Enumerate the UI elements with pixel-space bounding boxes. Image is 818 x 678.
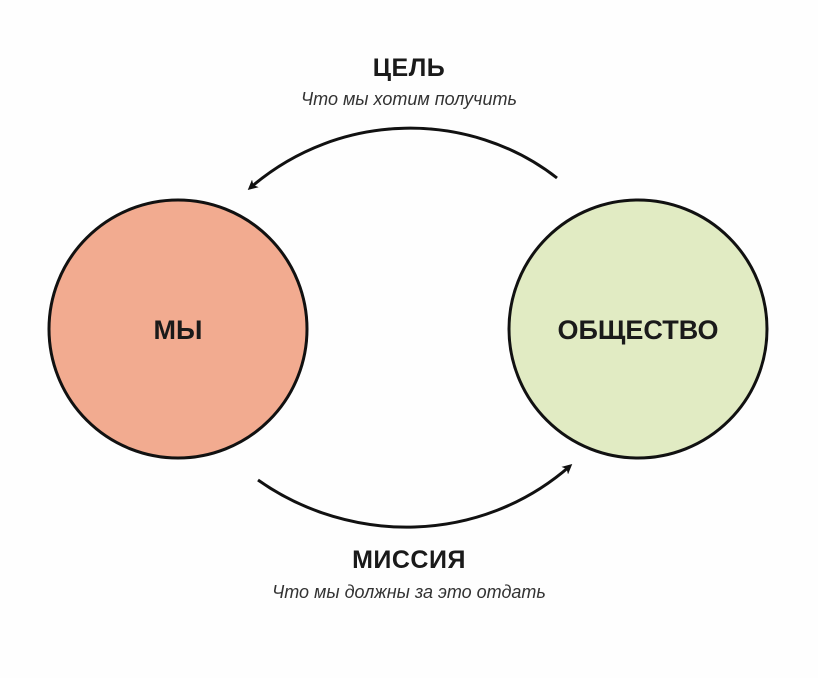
- mission-arrow: [257, 464, 573, 529]
- goal-subtitle: Что мы хотим получить: [301, 89, 517, 109]
- society-circle: [507, 198, 769, 460]
- mission-title: МИССИЯ: [352, 546, 466, 574]
- us-circle: [47, 198, 309, 460]
- us-label: МЫ: [154, 315, 203, 345]
- goal-title: ЦЕЛЬ: [372, 54, 446, 82]
- mission-subtitle: Что мы должны за это отдать: [272, 582, 546, 602]
- goal-arrow: [247, 126, 558, 190]
- society-label: ОБЩЕСТВО: [557, 315, 718, 345]
